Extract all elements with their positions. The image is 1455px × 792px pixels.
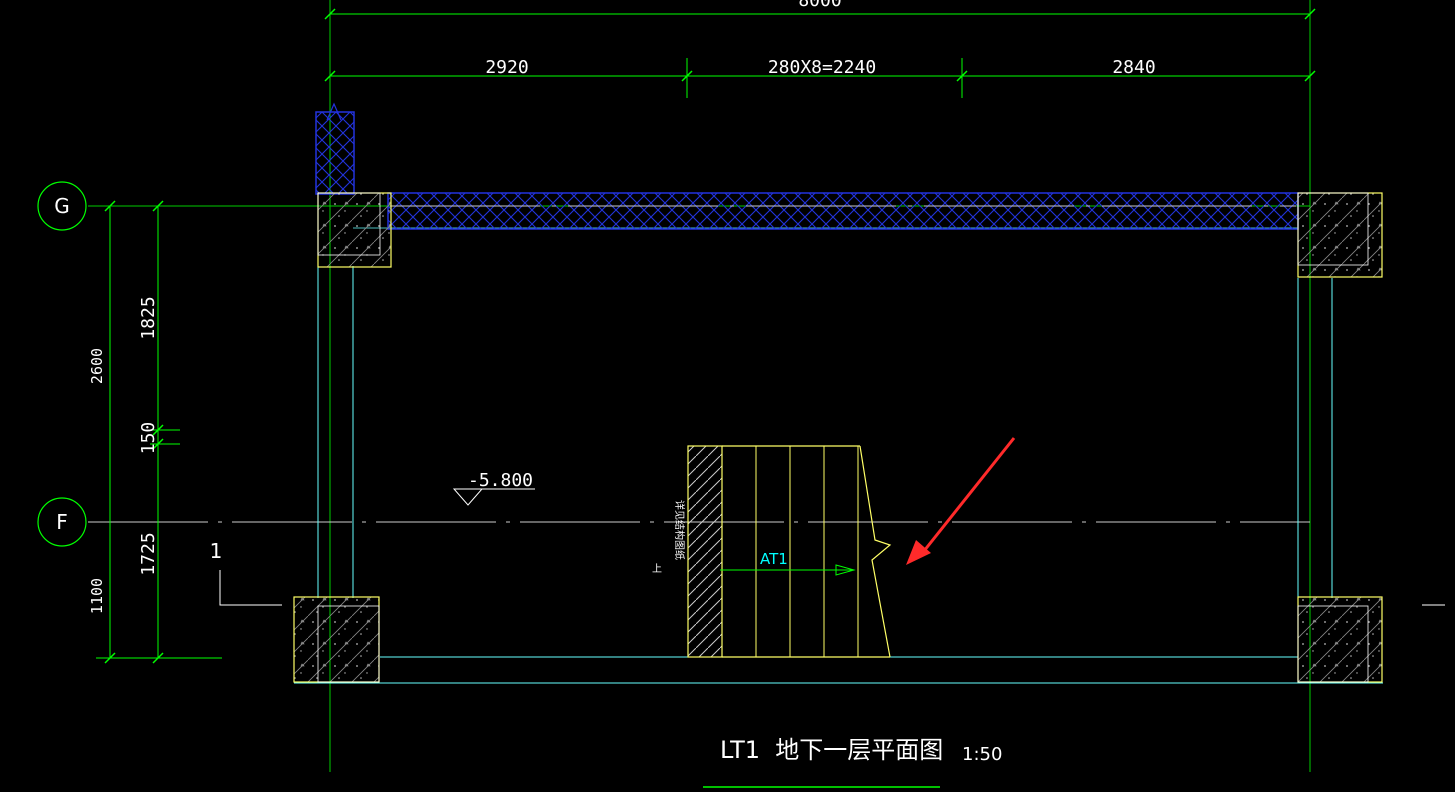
column-top-right — [1297, 192, 1383, 278]
column-bottom-left — [293, 596, 380, 683]
dimension-text-1725: 1725 — [138, 532, 159, 575]
dimension-text-1825: 1825 — [138, 296, 159, 339]
circle-axis-icon — [37, 181, 87, 231]
stair-label: AT1 — [760, 550, 788, 568]
drawing-title: LT1 地下一层平面图 — [720, 736, 943, 764]
section-mark-number: 1 — [210, 539, 223, 563]
dimension-text-1: 2920 — [485, 57, 528, 78]
axis-label-f: F — [56, 510, 68, 534]
axis-label-g: G — [54, 194, 70, 218]
dimension-text-3: 2840 — [1112, 57, 1155, 78]
elevation-value: -5.800 — [468, 470, 533, 491]
left-dimension-group: 2600 1100 1825 150 1725 — [88, 200, 222, 664]
columns — [293, 192, 1383, 683]
red-arrow-icon — [906, 437, 1016, 565]
section-mark: 1 — [210, 539, 1445, 606]
top-dimension-group: 8000 2920 280X8=2240 2840 — [324, 0, 1316, 772]
triangle-elevation-icon — [452, 488, 484, 506]
dimension-text-overall: 2600 — [88, 348, 106, 384]
dimension-text-150: 150 — [138, 422, 159, 455]
drawing-scale: 1:50 — [962, 744, 1002, 765]
wall-segment-vertical — [315, 111, 355, 195]
drawing-title-block: LT1 地下一层平面图 1:50 — [703, 736, 1002, 788]
overall-dimension-text: 8000 — [798, 0, 841, 11]
circle-axis-icon — [37, 497, 87, 547]
column-bottom-right — [1297, 596, 1383, 683]
stair: AT1 上 详见结构图纸 — [652, 445, 892, 658]
wall-segment-top — [387, 192, 1299, 230]
zigzag-break-icon — [859, 445, 892, 658]
stair-up-mark: 上 — [652, 563, 662, 575]
dimension-text-lower: 1100 — [88, 578, 106, 614]
stair-landing-wall — [687, 445, 723, 658]
axis-lines: G F — [37, 181, 1310, 547]
dimension-text-2: 280X8=2240 — [768, 57, 876, 78]
elevation-marker: -5.800 — [452, 470, 535, 506]
room-outline — [294, 227, 1383, 684]
stair-note: 详见结构图纸 — [673, 500, 686, 560]
hatched-walls — [315, 102, 1299, 230]
